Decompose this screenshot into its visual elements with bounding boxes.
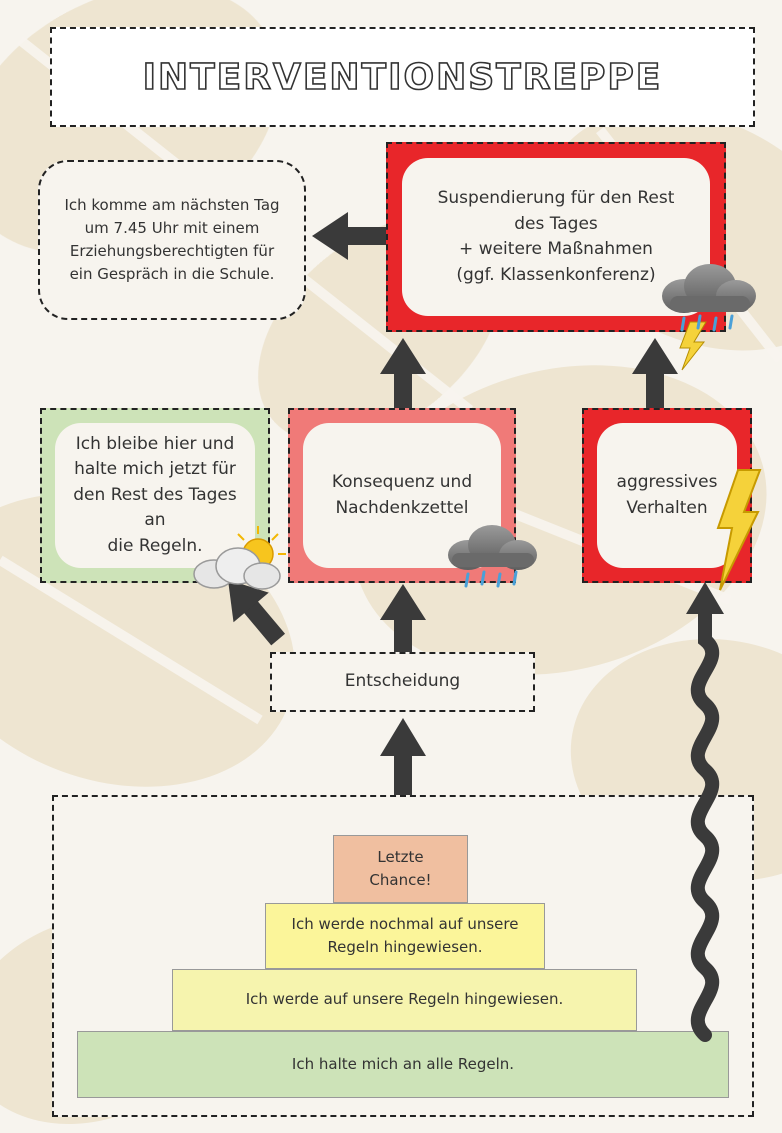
suspension-text: Suspendierung für den Rest des Tages + w… (437, 188, 675, 285)
step-1-text: Ich halte mich an alle Regeln. (291, 1054, 515, 1073)
title-box: Interventionstreppe (50, 27, 755, 127)
step-3-text: Ich werde nochmal auf unsere Regeln hing… (291, 914, 519, 956)
stay-text: Ich bleibe hier und halte mich jetzt für… (73, 433, 237, 556)
step-4-text: Letzte Chance! (369, 847, 432, 889)
consequence-text: Konsequenz und Nachdenkzettel (331, 472, 473, 518)
aggressive-text: aggressives Verhalten (616, 472, 718, 518)
page-title: Interventionstreppe (142, 56, 663, 99)
follow-up-meeting-text: Ich komme am nächsten Tag um 7.45 Uhr mi… (64, 195, 280, 284)
step-2-text: Ich werde auf unsere Regeln hingewiesen. (245, 990, 564, 1009)
decision-text: Entscheidung (344, 671, 461, 692)
aggressive-box: aggressives Verhalten (582, 408, 752, 583)
consequence-box: Konsequenz und Nachdenkzettel (288, 408, 516, 583)
step-4-box: Letzte Chance! (333, 835, 468, 903)
stay-box: Ich bleibe hier und halte mich jetzt für… (40, 408, 270, 583)
step-1-box: Ich halte mich an alle Regeln. (77, 1031, 729, 1098)
suspension-box: Suspendierung für den Rest des Tages + w… (386, 142, 726, 332)
follow-up-meeting-box: Ich komme am nächsten Tag um 7.45 Uhr mi… (38, 160, 306, 320)
step-3-box: Ich werde nochmal auf unsere Regeln hing… (265, 903, 545, 969)
decision-box: Entscheidung (270, 652, 535, 712)
step-2-box: Ich werde auf unsere Regeln hingewiesen. (172, 969, 637, 1031)
